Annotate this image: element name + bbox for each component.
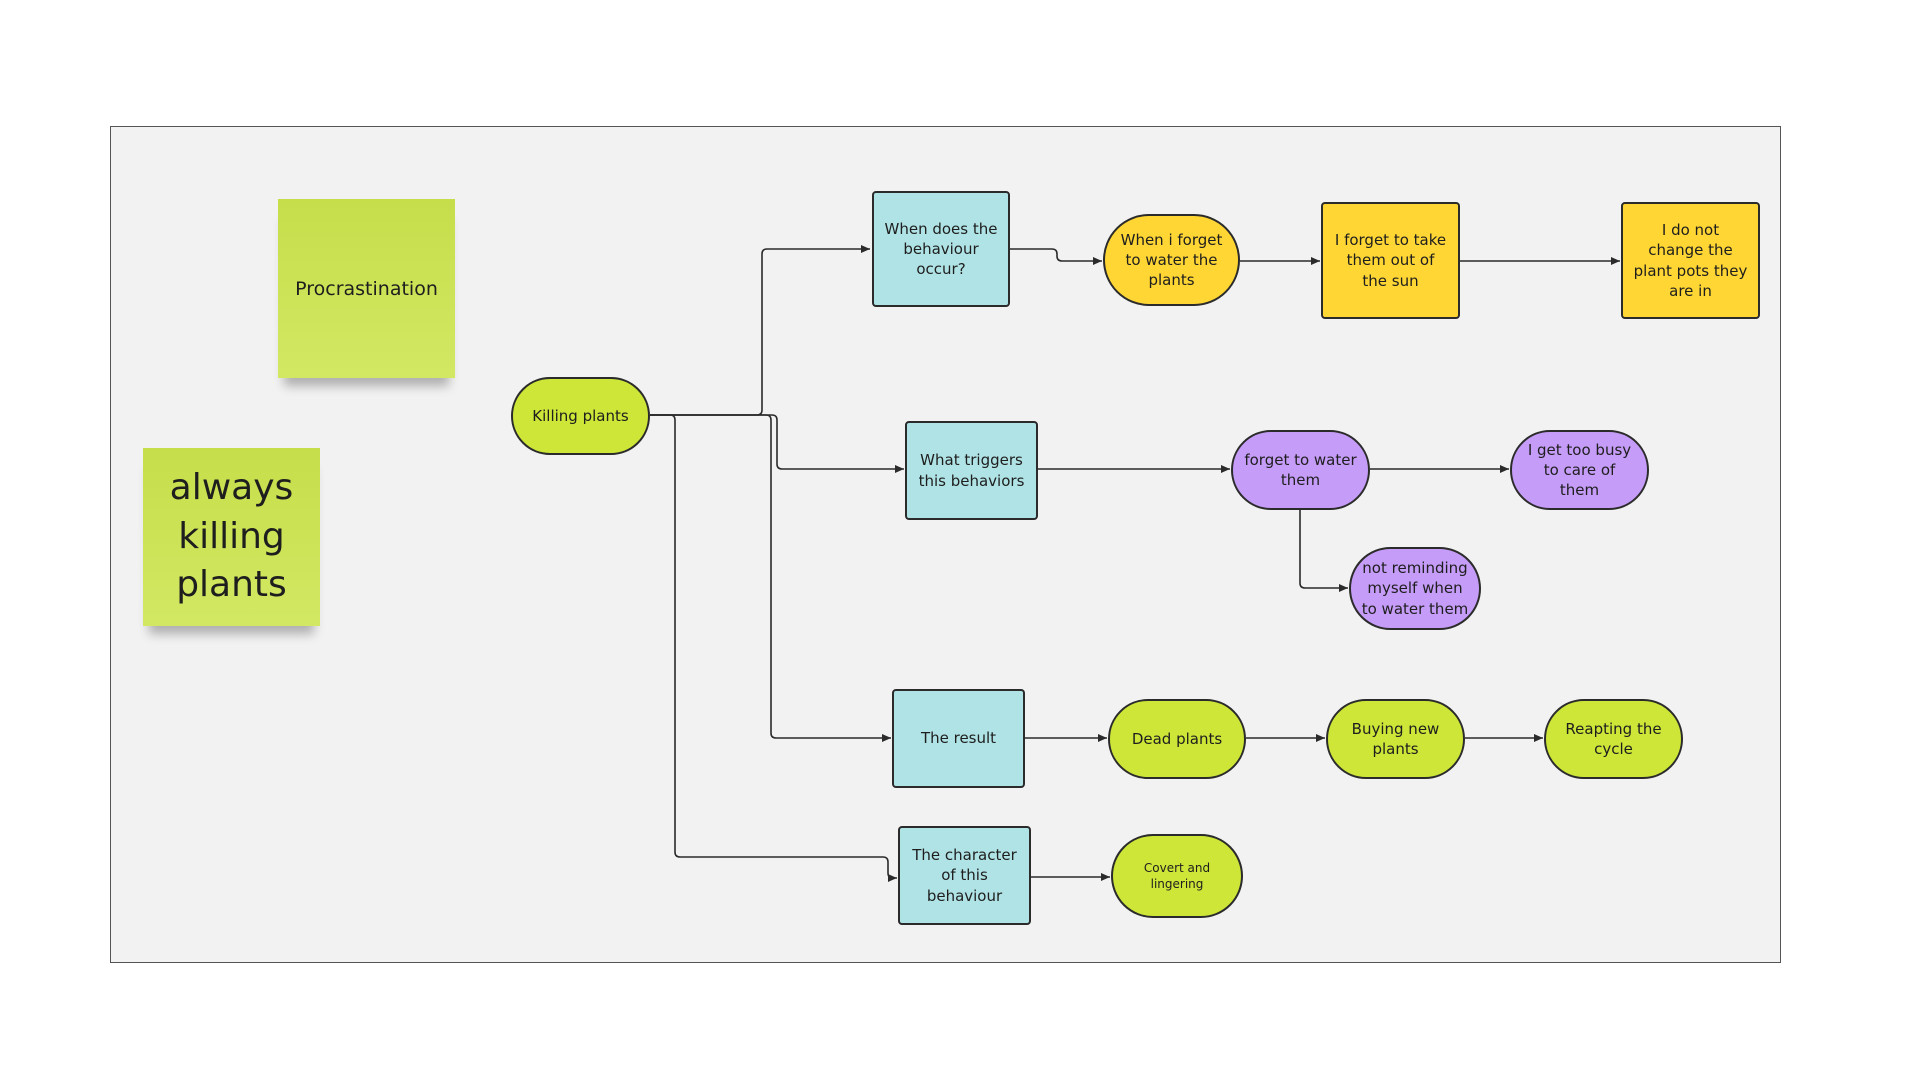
node-buying-new-plants[interactable]: Buying new plants xyxy=(1326,699,1465,779)
node-when-forget-water-label: When i forget to water the plants xyxy=(1120,230,1223,290)
node-repeating-cycle[interactable]: Reapting the cycle xyxy=(1544,699,1683,779)
node-covert-lingering-label: Covert and lingering xyxy=(1143,860,1211,891)
node-forget-to-water-label: forget to water them xyxy=(1244,450,1357,489)
node-dead-plants-label: Dead plants xyxy=(1131,729,1223,748)
sticky-note-main-text: always killing plants xyxy=(169,467,294,606)
node-the-result[interactable]: The result xyxy=(892,689,1025,788)
node-what-triggers-label: What triggers this behaviors xyxy=(918,451,1025,490)
node-when-behaviour-occurs-label: When does the behaviour occur? xyxy=(884,219,998,279)
node-not-reminding[interactable]: not reminding myself when to water them xyxy=(1349,547,1481,630)
node-character-of-behaviour-label: The character of this behaviour xyxy=(912,846,1017,905)
node-when-forget-water[interactable]: When i forget to water the plants xyxy=(1103,214,1240,306)
node-too-busy-label: I get too busy to care of them xyxy=(1527,440,1632,500)
node-dead-plants[interactable]: Dead plants xyxy=(1108,699,1246,779)
node-character-of-behaviour[interactable]: The character of this behaviour xyxy=(898,826,1031,925)
sticky-note-main[interactable]: always killing plants xyxy=(143,448,320,626)
sticky-note-procrastination-text: Procrastination xyxy=(295,277,438,300)
node-the-result-label: The result xyxy=(920,729,997,748)
node-forget-to-water[interactable]: forget to water them xyxy=(1231,430,1370,510)
node-repeating-cycle-label: Reapting the cycle xyxy=(1565,719,1662,758)
node-too-busy[interactable]: I get too busy to care of them xyxy=(1510,430,1649,510)
node-buying-new-plants-label: Buying new plants xyxy=(1351,719,1440,758)
node-not-change-pots-label: I do not change the plant pots they are … xyxy=(1633,221,1748,300)
node-not-reminding-label: not reminding myself when to water them xyxy=(1361,559,1469,618)
node-covert-lingering[interactable]: Covert and lingering xyxy=(1111,834,1243,918)
node-killing-plants-label: Killing plants xyxy=(532,406,629,425)
node-not-change-pots[interactable]: I do not change the plant pots they are … xyxy=(1621,202,1760,319)
node-when-behaviour-occurs[interactable]: When does the behaviour occur? xyxy=(872,191,1010,307)
node-forget-sun-label: I forget to take them out of the sun xyxy=(1334,231,1447,290)
node-killing-plants[interactable]: Killing plants xyxy=(511,377,650,455)
sticky-note-procrastination[interactable]: Procrastination xyxy=(278,199,455,378)
node-forget-sun[interactable]: I forget to take them out of the sun xyxy=(1321,202,1460,319)
node-what-triggers[interactable]: What triggers this behaviors xyxy=(905,421,1038,520)
